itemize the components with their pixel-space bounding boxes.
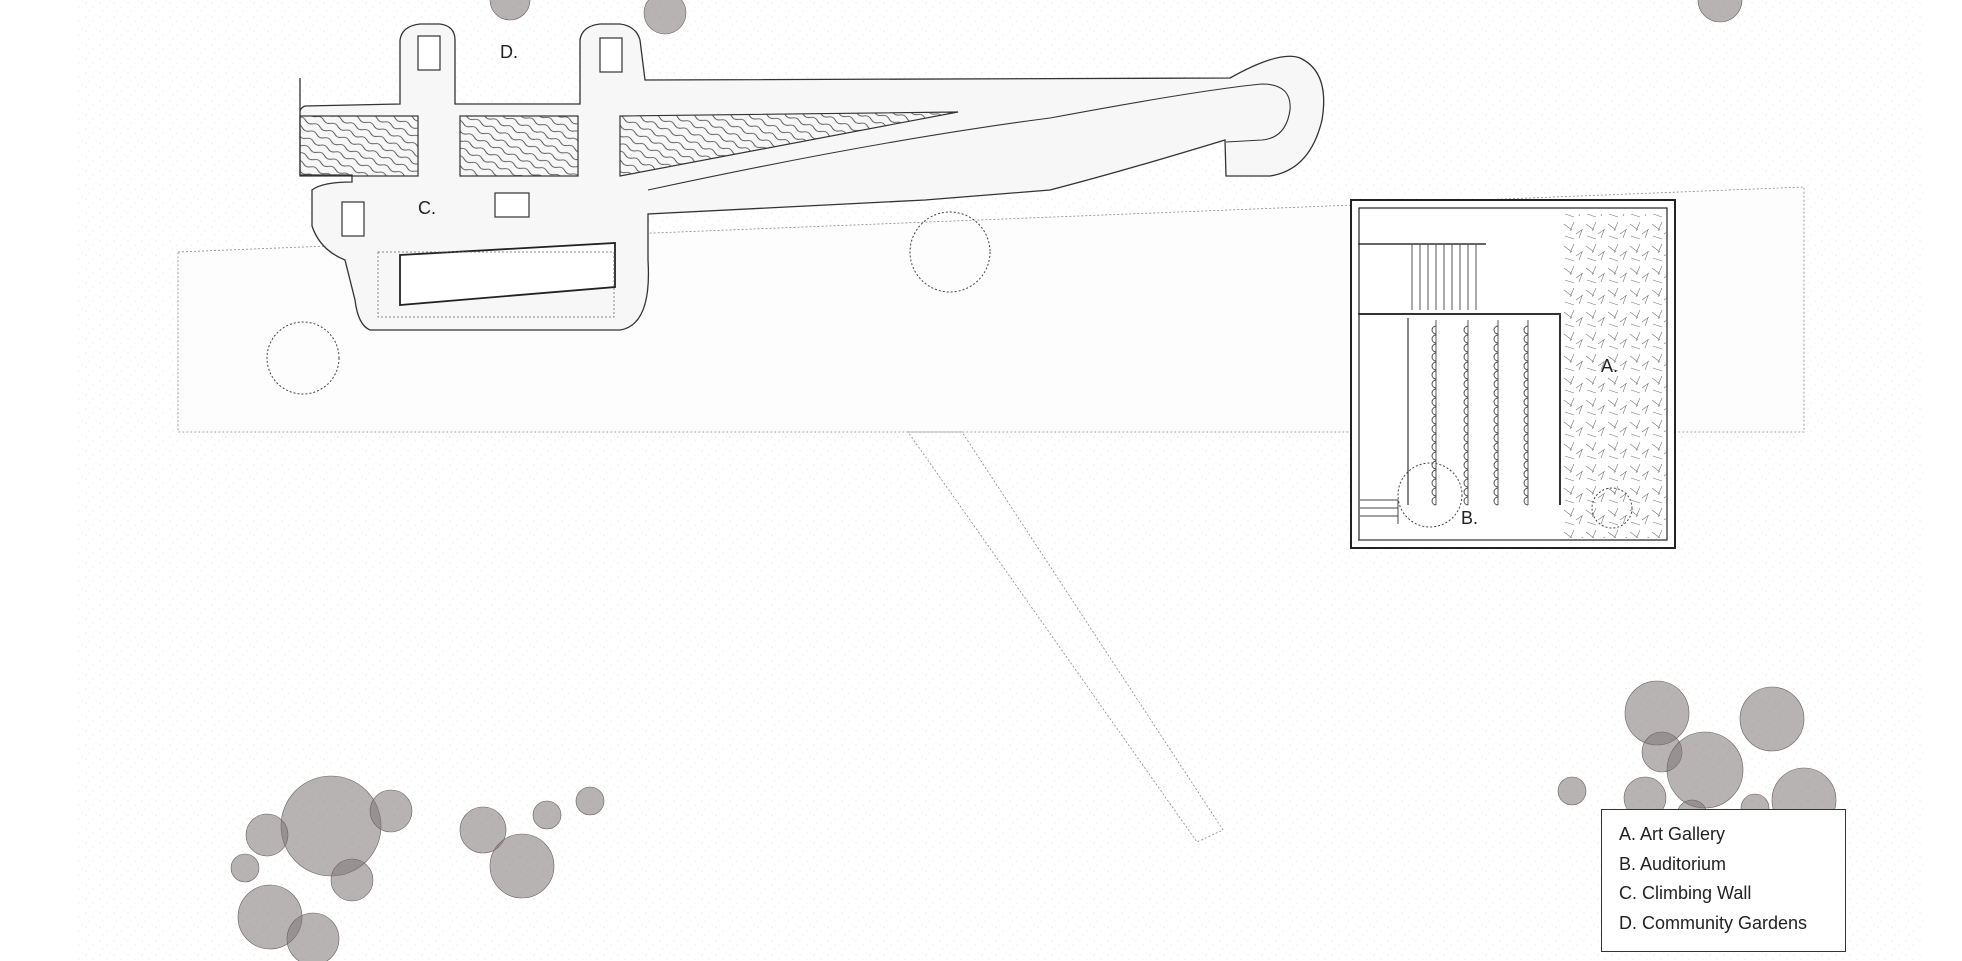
bench-1 bbox=[417, 35, 441, 71]
climbing-zone bbox=[377, 251, 615, 318]
planter-bed-2 bbox=[459, 115, 579, 177]
tree-outline-3 bbox=[1397, 462, 1463, 528]
bench-2 bbox=[599, 37, 623, 73]
legend: A. Art Gallery B. Auditorium C. Climbing… bbox=[1601, 809, 1846, 952]
label-b: B. bbox=[1461, 508, 1478, 528]
stair bbox=[1358, 243, 1486, 310]
auditorium-wall bbox=[1358, 313, 1561, 505]
tree-cluster-mid bbox=[459, 786, 605, 899]
label-a: A. bbox=[1601, 356, 1618, 376]
legend-item-auditorium: B. Auditorium bbox=[1619, 853, 1727, 874]
tree-cluster-left bbox=[230, 775, 413, 961]
planter-bed-1 bbox=[299, 115, 419, 177]
legend-item-climbing-wall: C. Climbing Wall bbox=[1619, 883, 1752, 903]
tree-outline-1 bbox=[266, 321, 340, 395]
tree-cluster-top bbox=[489, 0, 1743, 35]
lower-stair bbox=[1360, 499, 1399, 524]
label-c: C. bbox=[418, 198, 436, 218]
climbing-wall-pit bbox=[399, 242, 616, 306]
label-d: D. bbox=[500, 42, 518, 62]
diagonal-walkway bbox=[907, 431, 1224, 843]
auditorium-seats bbox=[1431, 320, 1529, 506]
bench-4 bbox=[494, 192, 530, 218]
planter-bed-3 bbox=[619, 111, 959, 177]
art-gallery-floor bbox=[1562, 214, 1666, 538]
structure-inner-edge bbox=[647, 83, 1291, 191]
tree-outline-2 bbox=[909, 211, 991, 293]
legend-item-art-gallery: A. Art Gallery bbox=[1619, 824, 1726, 844]
tree-outline-4 bbox=[1591, 487, 1633, 529]
bench-3 bbox=[341, 201, 365, 237]
legend-item-community-gardens: D. Community Gardens bbox=[1619, 912, 1808, 933]
